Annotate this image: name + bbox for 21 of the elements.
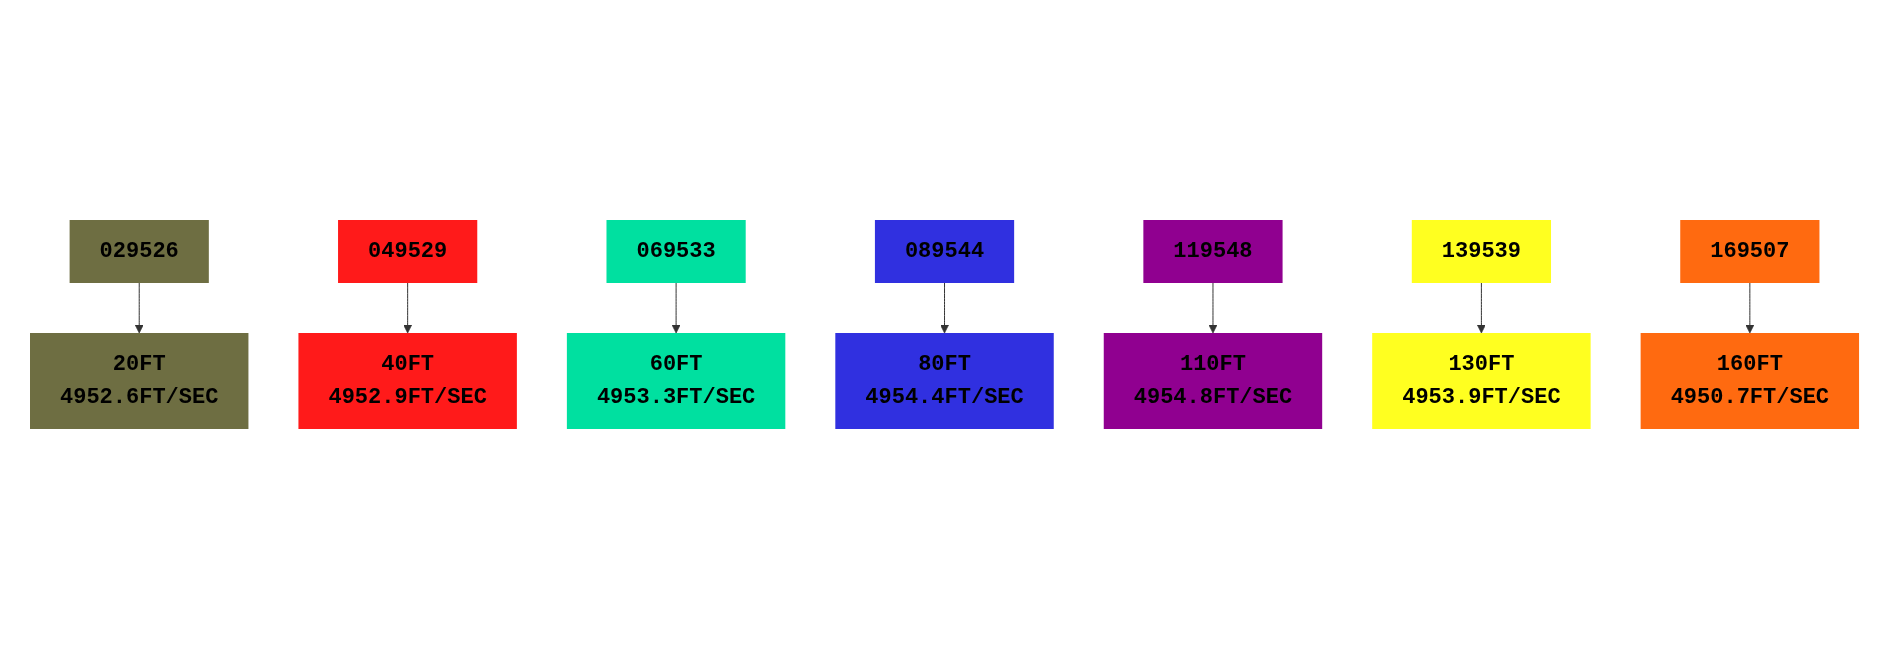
arrow — [1477, 282, 1487, 334]
node-box: 089544 — [875, 220, 1015, 283]
arrow — [403, 282, 413, 334]
node-box: 029526 — [70, 220, 210, 283]
node-box: 40FT 4952.9FT/SEC — [298, 333, 518, 429]
node-box: 169507 — [1680, 220, 1820, 283]
node-box: 20FT 4952.6FT/SEC — [30, 333, 249, 429]
node-box: 130FT 4953.9FT/SEC — [1372, 333, 1592, 429]
arrow — [940, 282, 950, 334]
node-box: 160FT 4950.7FT/SEC — [1641, 333, 1860, 429]
node-box: 60FT 4953.3FT/SEC — [567, 333, 786, 429]
arrow — [135, 282, 145, 334]
node-box: 119548 — [1143, 220, 1284, 283]
arrow — [1745, 282, 1755, 334]
node-box: 049529 — [338, 220, 478, 283]
node-box: 139539 — [1412, 220, 1552, 283]
arrow — [1209, 282, 1218, 334]
node-box: 069533 — [606, 220, 747, 283]
node-box: 80FT 4954.4FT/SEC — [835, 333, 1055, 429]
arrow — [672, 282, 681, 334]
node-box: 110FT 4954.8FT/SEC — [1104, 333, 1323, 429]
